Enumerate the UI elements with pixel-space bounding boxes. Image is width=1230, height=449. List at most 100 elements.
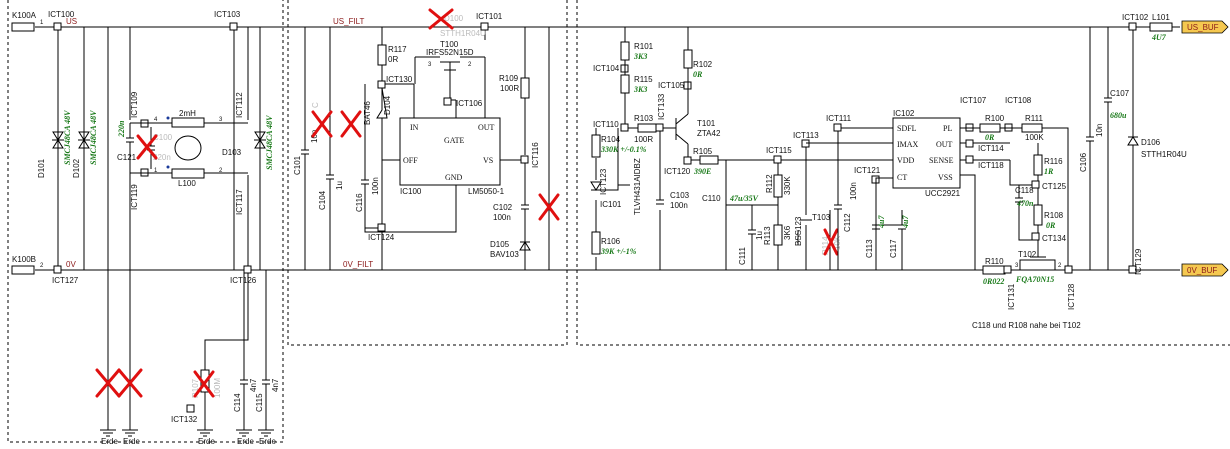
testpoint-ict130: ICT130 (377, 75, 413, 89)
svg-text:2: 2 (40, 263, 44, 269)
svg-text:SMCJ48CA 48V: SMCJ48CA 48V (265, 115, 274, 170)
svg-text:100K: 100K (1025, 133, 1044, 142)
svg-text:4n7: 4n7 (249, 378, 258, 392)
testpoint-ict118: ICT118 (965, 155, 1004, 170)
svg-text:T102: T102 (1018, 250, 1037, 259)
resistor-r115: R115 3K3 (620, 74, 653, 94)
svg-text:L100: L100 (178, 179, 196, 188)
svg-text:IC102: IC102 (893, 109, 915, 118)
svg-text:680u: 680u (1110, 111, 1127, 120)
svg-text:ICT119: ICT119 (130, 184, 139, 210)
resistor-r112: R112 330K (765, 163, 792, 205)
svg-text:R111: R111 (1025, 114, 1043, 123)
svg-text:STTH1R04U: STTH1R04U (440, 29, 486, 38)
svg-text:4: 4 (154, 117, 158, 123)
ic-ic100: IN GATE OUT OFF GND VS IC100 LM5050-1 (399, 117, 505, 196)
svg-text:D101: D101 (37, 158, 46, 178)
capacitor-c112: C112 100n (834, 128, 858, 270)
svg-text:470n: 470n (1016, 199, 1034, 208)
resistor-r117: R117 0R (377, 44, 407, 66)
svg-text:R112: R112 (765, 174, 774, 193)
earth-symbol-2: Erde (122, 429, 140, 446)
svg-text:3: 3 (1015, 263, 1019, 269)
svg-text:ICT102: ICT102 (1122, 13, 1149, 22)
svg-text:GATE: GATE (444, 136, 465, 145)
testpoint-ict105: ICT105 (658, 81, 692, 90)
svg-text:ICT129: ICT129 (1134, 248, 1143, 275)
svg-text:100n: 100n (849, 182, 858, 200)
svg-text:0R022: 0R022 (983, 277, 1004, 286)
testpoint-ict124: ICT124 (368, 223, 395, 242)
tvs-diode-d102: D102 SMCJ48CA 48V (72, 110, 98, 178)
svg-text:390E: 390E (693, 167, 711, 176)
svg-text:ICT113: ICT113 (793, 131, 819, 140)
capacitor-c115: C115 4n7 (255, 378, 280, 430)
net-label-0v: 0V (66, 260, 76, 269)
svg-text:C100: C100 (153, 133, 173, 142)
svg-text:R116: R116 (1044, 157, 1063, 166)
testpoint-ict104: ICT104 (593, 64, 629, 73)
svg-text:ICT124: ICT124 (368, 233, 395, 242)
svg-text:C115: C115 (255, 393, 264, 412)
testpoint-ict106: ICT106 (443, 97, 483, 108)
capacitor-c106: C106 10n (1079, 27, 1104, 270)
resistor-r106: R106 39K +/-1% (591, 231, 637, 256)
ic-ic102: SDFL IMAX VDD CT PL OUT SENSE VSS IC102 … (892, 109, 961, 198)
svg-text:R106: R106 (601, 237, 621, 246)
svg-text:D103: D103 (222, 148, 242, 157)
testpoint-ct134: CT134 (1031, 232, 1067, 243)
svg-text:ICT121: ICT121 (854, 166, 881, 175)
svg-text:3K3: 3K3 (633, 52, 647, 61)
svg-text:VDD: VDD (897, 156, 915, 165)
svg-text:ICT100: ICT100 (48, 10, 75, 19)
resistor-r101: R101 3K3 (620, 41, 654, 61)
svg-text:ICT103: ICT103 (214, 10, 241, 19)
svg-text:C103: C103 (670, 191, 690, 200)
svg-text:ICT108: ICT108 (1005, 96, 1032, 105)
svg-text:R101: R101 (634, 42, 654, 51)
svg-text:C116: C116 (355, 193, 364, 212)
testpoint-ict117: ICT117 (235, 189, 244, 215)
svg-text:US_BUF: US_BUF (1187, 23, 1219, 32)
svg-text:C113: C113 (865, 239, 874, 258)
svg-text:STTH1R04U: STTH1R04U (1141, 150, 1187, 159)
svg-text:C106: C106 (1079, 152, 1088, 172)
svg-text:UCC2921: UCC2921 (925, 189, 961, 198)
svg-text:D106: D106 (1141, 138, 1161, 147)
svg-text:100n: 100n (493, 213, 511, 222)
svg-text:ICT116: ICT116 (531, 142, 540, 168)
testpoint-ct125: CT125 (1031, 180, 1067, 191)
svg-text:C: C (311, 102, 320, 108)
svg-text:100M: 100M (213, 378, 222, 398)
svg-text:330K +/-0.1%: 330K +/-0.1% (600, 145, 647, 154)
svg-text:ICT133: ICT133 (657, 93, 666, 120)
svg-text:330K: 330K (783, 176, 792, 195)
net-label-us: US (66, 17, 77, 26)
placement-note: C118 und R108 nahe bei T102 (972, 321, 1081, 330)
capacitor-c104: C104 1u (318, 27, 344, 270)
svg-text:R104: R104 (601, 135, 621, 144)
svg-text:C114: C114 (233, 393, 242, 412)
svg-text:ICT115: ICT115 (766, 146, 792, 155)
svg-text:ICT109: ICT109 (130, 91, 139, 118)
svg-text:BAV103: BAV103 (490, 250, 519, 259)
svg-text:T101: T101 (697, 119, 716, 128)
svg-text:CT: CT (897, 173, 907, 182)
svg-text:CT125: CT125 (1042, 182, 1067, 191)
svg-text:ICT127: ICT127 (52, 276, 79, 285)
svg-text:ICT106: ICT106 (456, 99, 483, 108)
net-label-0v-filt: 0V_FILT (343, 260, 373, 269)
svg-text:C101: C101 (293, 155, 302, 175)
net-flag-0v-buf: 0V_BUF (1181, 263, 1229, 277)
testpoint-ict128: ICT128 (1064, 265, 1076, 310)
svg-text:ICT117: ICT117 (235, 189, 244, 215)
shunt-ref-ic101: IC101 TLVH431AIDBZ (590, 128, 642, 215)
svg-text:R103: R103 (634, 114, 654, 123)
svg-text:BAT46: BAT46 (363, 101, 372, 125)
testpoint-ict131: ICT131 (1003, 265, 1016, 310)
svg-text:OUT: OUT (936, 140, 953, 149)
svg-text:SMCJ48CA 48V: SMCJ48CA 48V (63, 110, 72, 165)
svg-text:C107: C107 (1110, 89, 1130, 98)
svg-text:D100: D100 (444, 14, 464, 23)
